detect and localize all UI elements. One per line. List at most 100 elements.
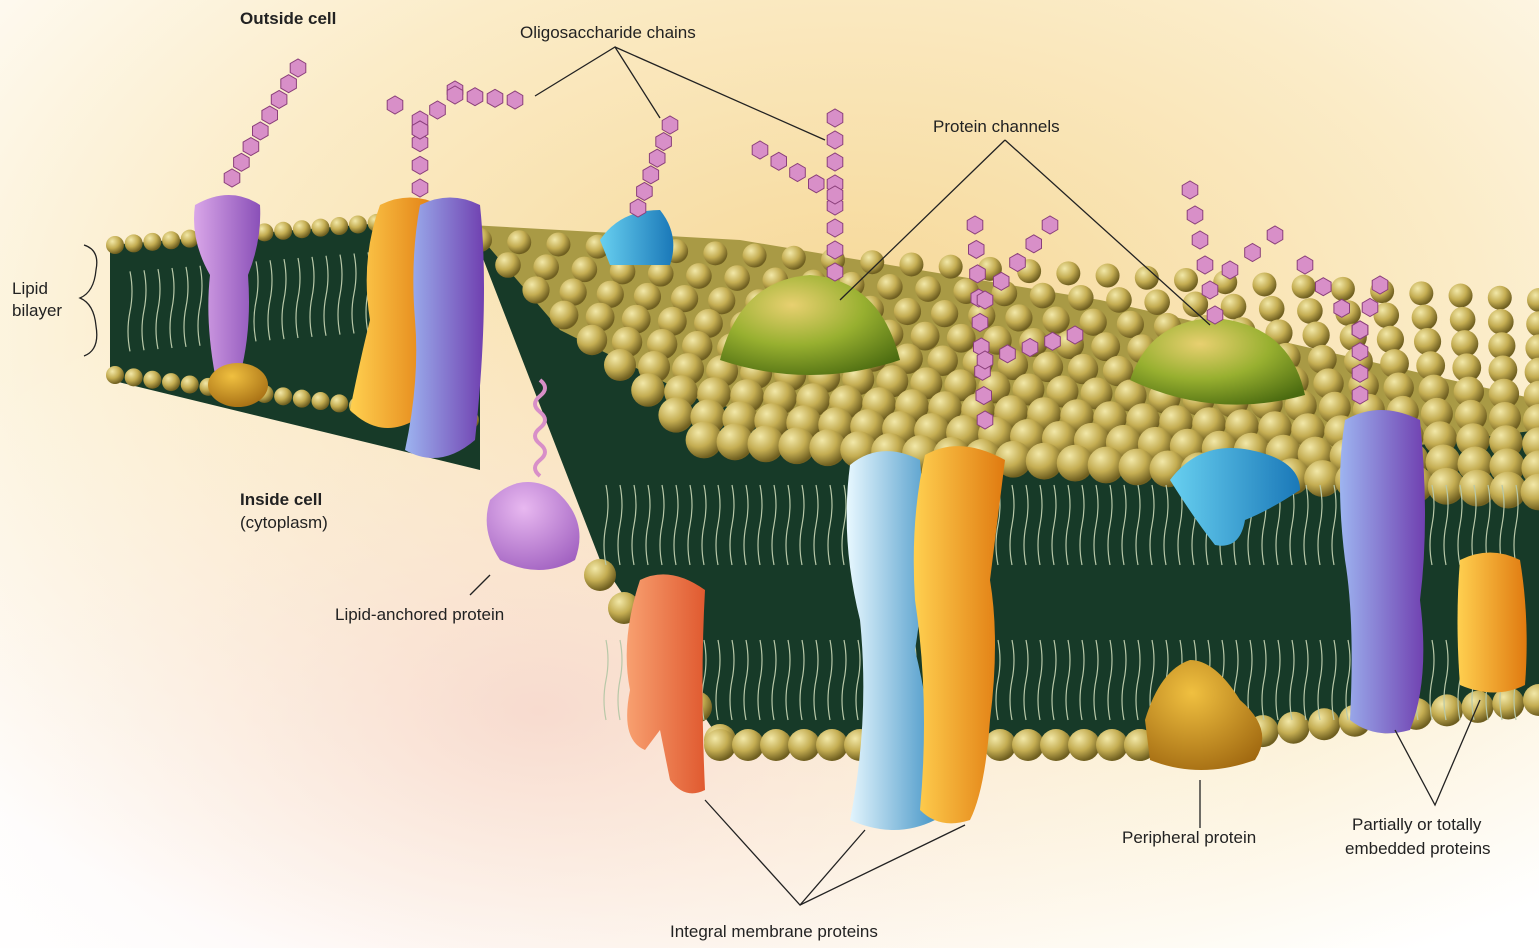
label-inside-cell-line1: Inside cell [240,490,322,509]
lipid-head [1056,261,1080,285]
lipid-head [1277,712,1309,744]
sugar-unit [1197,256,1213,274]
lipid-head [877,274,903,300]
sugar-unit [387,96,403,114]
sugar-unit [827,131,843,149]
lipid-head [1449,284,1473,308]
lipid-head [274,222,292,240]
sugar-unit [1000,345,1016,363]
lipid-head [1096,729,1128,761]
sugar-unit [243,138,259,156]
lipid-head [584,559,616,591]
sugar-unit [827,153,843,171]
sugar-unit [412,121,428,139]
lipid-head [1409,281,1433,305]
orange-embedded-protein [1458,553,1527,693]
sugar-unit [790,164,806,182]
sugar-unit [977,411,993,429]
lipid-head [125,234,143,252]
lipid-head [125,368,143,386]
sugar-unit [281,75,297,93]
sugar-unit [1067,326,1083,344]
lipid-head [1042,306,1069,333]
sugar-unit [412,179,428,197]
lipid-head [546,232,570,256]
lipid-head [931,300,958,327]
sugar-unit [643,166,659,184]
label-lipid-line1: Lipid [12,279,48,298]
sugar-unit [467,88,483,106]
lipid-head [1412,305,1438,331]
lipid-head [1144,289,1170,315]
sugar-unit [1352,364,1368,382]
lipid-head [293,390,311,408]
sugar-unit [224,169,240,187]
lipid-head [1221,294,1247,320]
lipid-head [522,276,549,303]
sugar-unit [1372,276,1388,294]
sugar-unit [969,240,985,258]
lipid-head [1292,275,1316,299]
lipid-head [577,325,607,355]
sugar-unit [234,153,250,171]
lipid-head [533,254,559,280]
sugar-unit [487,89,503,107]
lipid-head [1106,287,1132,313]
lipid-head [162,373,180,391]
sugar-unit [1010,254,1026,272]
sugar-unit [1267,226,1283,244]
lipid-head [1488,309,1514,335]
sugar-unit [809,175,825,193]
lipid-head [743,244,767,268]
sugar-unit [1352,343,1368,361]
blue-transmembrane-protein [405,198,484,459]
sugar-unit [1297,256,1313,274]
sugar-unit [1222,261,1238,279]
label-integral-membrane-proteins: Integral membrane proteins [670,922,878,941]
lipid-head [1414,328,1441,355]
lipid-head [106,366,124,384]
sugar-unit [430,101,446,119]
lipid-head [1096,264,1120,288]
sugar-unit [630,199,646,217]
lipid-head [703,241,727,265]
label-partially-line1: Partially or totally [1352,815,1482,834]
lipid-head [1303,322,1330,349]
sugar-unit [994,272,1010,290]
label-partially-line2: embedded proteins [1345,839,1491,858]
sugar-unit [656,133,672,151]
label-inside-cell-line2: (cytoplasm) [240,513,328,532]
label-protein-channels: Protein channels [933,117,1060,136]
lipid-head [1117,311,1144,338]
lipid-head [293,220,311,238]
lipid-head [1488,332,1515,359]
sugar-unit [507,91,523,109]
lipid-head [1259,296,1285,322]
lipid-head [1174,268,1198,292]
lipid-head [860,250,884,274]
sugar-unit [649,149,665,167]
sugar-unit [1045,332,1061,350]
lipid-head [704,729,736,761]
sugar-unit [1187,206,1203,224]
sugar-unit [827,263,843,281]
sugar-unit [271,90,287,108]
gold-peripheral-bottom-left [208,363,268,407]
lipid-head [143,371,161,389]
lipid-head [550,301,579,330]
label-lipid-anchored-protein: Lipid-anchored protein [335,605,504,624]
sugar-unit [253,122,269,140]
sugar-unit [1245,244,1261,262]
sugar-unit [1042,216,1058,234]
sugar-unit [637,182,653,200]
lipid-head [1331,277,1355,301]
sugar-unit [827,109,843,127]
sugar-unit [1192,231,1208,249]
sugar-unit [827,186,843,204]
sugar-unit [970,265,986,283]
lipid-head [899,252,923,276]
lipid-head [760,729,792,761]
lipid-head [1451,330,1478,357]
lipid-head [1377,326,1404,353]
lipid-head [631,373,665,407]
